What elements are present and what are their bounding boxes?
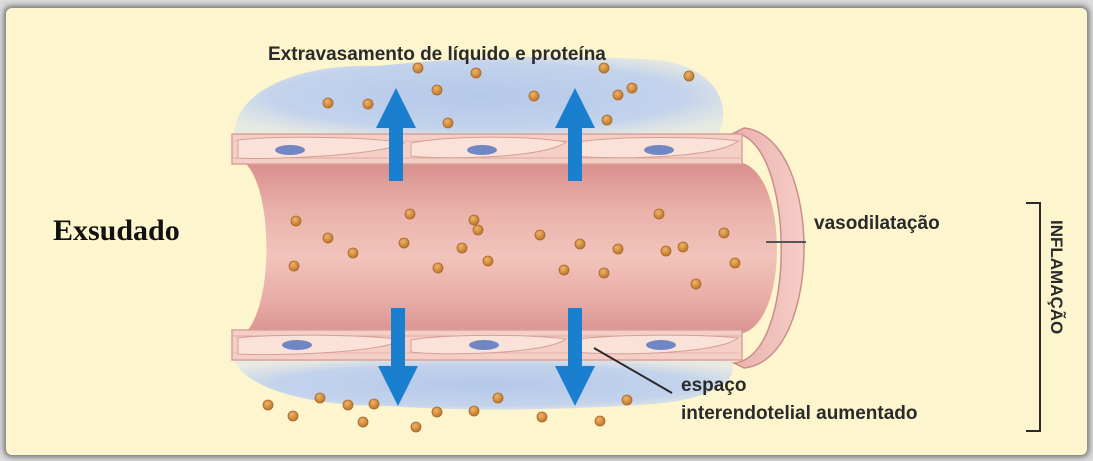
espaco-label-line2: interendotelial aumentado xyxy=(681,403,917,424)
protein-particle xyxy=(684,71,694,81)
lower-endothelium xyxy=(232,330,742,360)
protein-particle xyxy=(473,225,483,235)
protein-particle xyxy=(627,83,637,93)
protein-particle xyxy=(432,85,442,95)
protein-particle xyxy=(369,399,379,409)
protein-particle xyxy=(602,115,612,125)
nucleus xyxy=(467,145,497,155)
nucleus xyxy=(646,340,676,350)
inflamacao-label: INFLAMAÇÃO xyxy=(1047,220,1067,334)
nucleus xyxy=(282,340,312,350)
exsudado-label: Exsudado xyxy=(53,214,180,247)
protein-particle xyxy=(358,417,368,427)
protein-particle xyxy=(535,230,545,240)
protein-particle xyxy=(432,407,442,417)
protein-particle xyxy=(613,244,623,254)
protein-particle xyxy=(678,242,688,252)
vessel-lumen xyxy=(244,162,777,334)
protein-particle xyxy=(529,91,539,101)
protein-particle xyxy=(613,90,623,100)
protein-particle xyxy=(291,216,301,226)
protein-particle xyxy=(691,279,701,289)
diagram-panel: Extravasamento de líquido e proteína Exs… xyxy=(6,8,1087,455)
protein-particle xyxy=(599,268,609,278)
protein-particle xyxy=(348,248,358,258)
protein-particle xyxy=(411,422,421,432)
protein-particle xyxy=(559,265,569,275)
protein-particle xyxy=(363,99,373,109)
protein-particle xyxy=(469,406,479,416)
protein-particle xyxy=(661,246,671,256)
protein-particle xyxy=(595,416,605,426)
top-caption: Extravasamento de líquido e proteína xyxy=(268,44,606,65)
protein-particle xyxy=(575,239,585,249)
protein-particle xyxy=(433,263,443,273)
nucleus xyxy=(644,145,674,155)
protein-particle xyxy=(289,261,299,271)
protein-particle xyxy=(483,256,493,266)
exsudado-diagram: Extravasamento de líquido e proteína Exs… xyxy=(6,8,1087,455)
protein-particle xyxy=(537,412,547,422)
protein-particle xyxy=(469,215,479,225)
protein-particle xyxy=(443,118,453,128)
protein-particle xyxy=(654,209,664,219)
nucleus xyxy=(469,340,499,350)
protein-particle xyxy=(343,400,353,410)
protein-particle xyxy=(493,393,503,403)
protein-particle xyxy=(730,258,740,268)
nucleus xyxy=(275,145,305,155)
protein-particle xyxy=(471,68,481,78)
espaco-label-line1: espaço xyxy=(681,375,746,396)
protein-particle xyxy=(399,238,409,248)
protein-particle xyxy=(719,228,729,238)
protein-particle xyxy=(323,98,333,108)
protein-particle xyxy=(323,233,333,243)
vasodilatacao-label: vasodilatação xyxy=(814,213,940,234)
protein-particle xyxy=(405,209,415,219)
protein-particle xyxy=(315,393,325,403)
upper-endothelium xyxy=(232,134,742,164)
protein-particle xyxy=(263,400,273,410)
protein-particle xyxy=(288,411,298,421)
inflamacao-bracket xyxy=(1026,203,1040,431)
protein-particle xyxy=(457,243,467,253)
protein-particle xyxy=(622,395,632,405)
